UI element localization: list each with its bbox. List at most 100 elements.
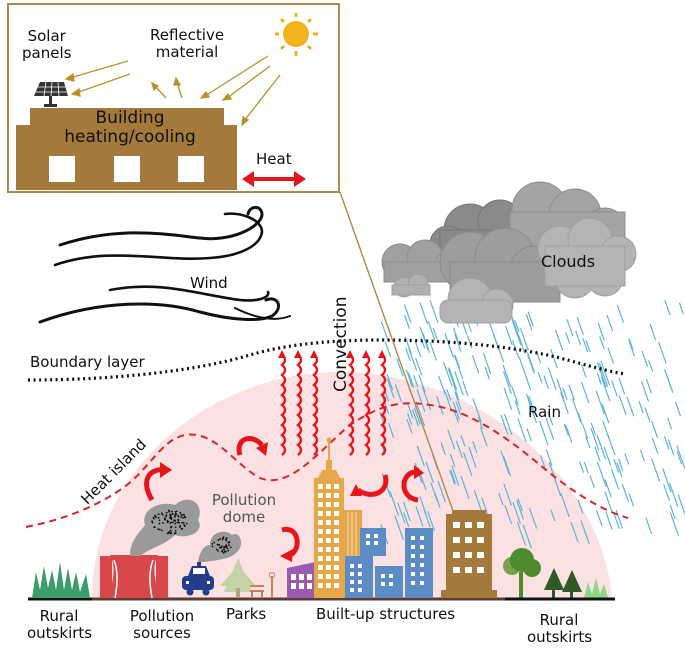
convection-arrow [296,354,303,456]
window [381,574,385,578]
rain-streak [576,317,584,336]
rain-streak [427,321,436,341]
rain-streak [449,469,456,486]
soot-dot [223,546,226,548]
rain-streak [429,300,439,324]
rain-streak [526,393,534,412]
rain-streak [512,502,521,524]
rain-streak [425,462,434,483]
rain-streak [525,314,533,331]
rain-streak [547,411,554,426]
rain-streak [386,373,394,391]
window [420,581,424,585]
rain-streak [550,348,558,369]
soot-dot [222,536,225,539]
soot-dot [174,522,177,525]
rain-streak [472,440,478,454]
rain-streak [408,372,415,388]
rain [379,299,685,549]
rain-streak [601,404,610,424]
rain-streak [645,517,653,534]
rain-streak [450,470,456,484]
rain-streak [396,358,404,377]
window [374,541,378,545]
rain-streak [606,433,616,456]
window [307,574,312,580]
reflective-material-line1: Reflective [150,26,225,44]
rain-streak [527,354,535,374]
window [318,556,323,561]
rain-streak [594,446,601,462]
soot-dot [181,527,184,530]
rain-streak [640,449,645,462]
soot-dot [225,539,228,542]
rain-streak [667,417,673,430]
rain-streak [504,505,513,525]
rain-streak [565,332,571,344]
parks-label: Parks [226,605,267,623]
rain-streak [645,378,652,394]
rain-streak [451,465,460,486]
rain-streak [416,445,425,467]
rain-streak [590,422,596,436]
rain-streak [598,362,609,387]
window [291,574,296,580]
rain-streak [615,509,623,529]
window [389,582,393,586]
rain-streak [481,497,489,517]
soot-dot [157,513,160,516]
rain-streak [669,483,679,508]
convection-arrow [312,354,319,456]
rain-streak [611,380,618,397]
heat-double-arrow [242,171,306,187]
rain-streak [448,368,455,386]
wind-label: Wind [190,274,228,292]
built-up-structures-label: Built-up structures [316,605,456,623]
rain-streak [579,461,584,473]
soot-dot [174,532,177,534]
rain-streak [604,479,612,498]
soot-dot [154,515,157,518]
rain-streak [406,418,413,434]
window [453,537,460,543]
wind-icon [38,205,291,324]
rain-streak [429,342,437,361]
rain-streak [434,492,441,508]
rain-streak [603,446,612,466]
rain-streak [421,386,432,411]
rain-streak [545,417,555,440]
rain-streak [394,515,404,541]
window [477,552,484,558]
inset-building-icon [16,108,237,190]
window [453,552,460,558]
soot-dot [183,523,185,526]
rain-streak [402,501,411,521]
rural-left-line1: Rural [39,607,79,625]
window [465,537,472,543]
soot-dot [169,522,172,524]
window [411,536,415,540]
rain-streak [597,461,607,487]
soot-dot [211,542,214,545]
bench-icon [250,572,275,598]
soot-dot [174,529,177,532]
convection-arrowhead [378,350,386,358]
soot-dot [227,549,230,552]
soot-dot [178,521,181,524]
convection-arrowhead [294,350,302,358]
rain-streak [436,395,444,415]
rain-streak [472,398,482,423]
rain-streak [562,387,568,401]
rain-streak [503,371,512,394]
rain-streak [454,391,462,411]
soot-dot [168,510,171,513]
window [350,580,354,584]
soot-dot [217,549,219,552]
rain-streak [580,381,590,404]
window [477,567,484,573]
window [411,554,415,558]
rain-streak [596,434,607,460]
solar-panels-label-line2: panels [22,44,72,63]
window [326,556,331,561]
rain-streak [527,311,534,327]
